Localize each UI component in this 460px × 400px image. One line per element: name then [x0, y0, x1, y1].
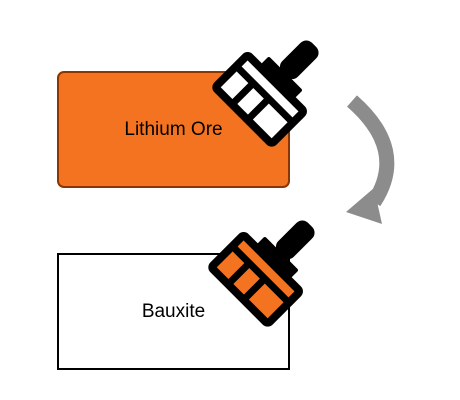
format-painter-icon	[212, 40, 319, 147]
source-box-label: Lithium Ore	[124, 118, 223, 140]
target-box-label: Bauxite	[141, 300, 206, 322]
curved-arrow-icon	[346, 95, 395, 224]
format-painter-icon	[208, 220, 315, 327]
